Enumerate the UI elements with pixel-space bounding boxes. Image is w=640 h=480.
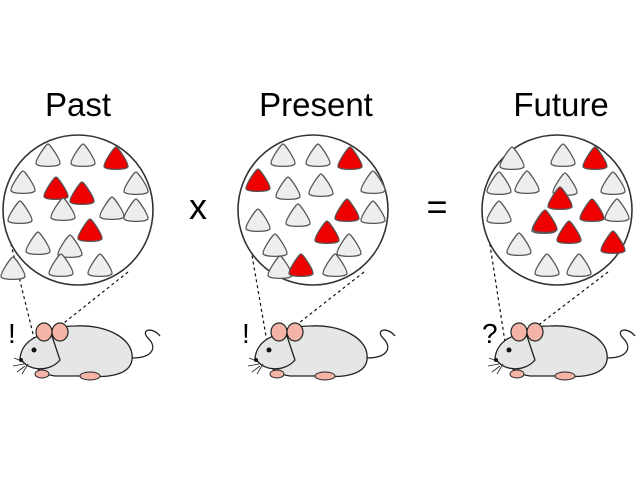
mouse-eye — [31, 347, 37, 353]
inactive-neuron-cell — [336, 233, 362, 258]
active-neuron-cell — [103, 146, 129, 171]
active-neuron-cell — [547, 186, 573, 211]
recall-mark-present: ! — [242, 318, 250, 349]
inactive-neuron-cell — [0, 256, 26, 281]
active-neuron-cell — [43, 176, 69, 201]
mouse-whiskers — [12, 357, 29, 375]
inactive-neuron-cell — [48, 253, 74, 278]
inactive-neuron-cell — [600, 171, 626, 196]
mouse-tail — [366, 329, 396, 359]
inactive-neuron-cell — [35, 143, 61, 168]
active-neuron-cell — [314, 220, 340, 245]
mouse-whiskers — [487, 357, 504, 375]
mouse-paw — [79, 371, 101, 381]
inactive-neuron-cell — [360, 200, 386, 225]
panel-past: ! — [0, 134, 161, 381]
mouse-future — [487, 322, 636, 381]
mouse-paw — [554, 371, 576, 381]
multiply-operator: x — [189, 186, 207, 227]
mouse-tail — [131, 329, 161, 359]
inactive-neuron-cell — [270, 143, 296, 168]
zoom-leader-past — [7, 231, 129, 343]
inactive-neuron-cell — [322, 253, 348, 278]
equals-operator: = — [426, 186, 447, 227]
active-neuron-cell — [582, 146, 608, 171]
mouse-paw — [314, 371, 336, 381]
mouse-ear — [286, 322, 304, 342]
inactive-neuron-cell — [308, 173, 334, 198]
active-neuron-cell — [337, 146, 363, 171]
active-neuron-cell — [556, 220, 582, 245]
mouse-eye — [266, 347, 272, 353]
title-present: Present — [259, 86, 373, 123]
mouse-head — [494, 334, 536, 370]
inactive-neuron-cell — [285, 203, 311, 228]
inactive-neuron-cell — [123, 198, 149, 223]
mouse-head — [19, 334, 61, 370]
active-neuron-cell — [69, 181, 95, 206]
inactive-neuron-cell — [514, 170, 540, 195]
inactive-neuron-cell — [499, 146, 525, 171]
inactive-neuron-cell — [550, 143, 576, 168]
inactive-neuron-cell — [486, 171, 512, 196]
active-neuron-cell — [532, 209, 558, 234]
inactive-neuron-cell — [57, 234, 83, 259]
inactive-neuron-cell — [305, 143, 331, 168]
inactive-neuron-cell — [275, 176, 301, 201]
inactive-neuron-cell — [534, 253, 560, 278]
neuron-cells-past — [0, 143, 149, 281]
mouse-present — [247, 322, 396, 381]
mouse-tail — [606, 329, 636, 359]
inactive-neuron-cell — [99, 196, 125, 221]
inactive-neuron-cell — [25, 231, 51, 256]
inactive-neuron-cell — [70, 143, 96, 168]
panel-present: ! — [237, 134, 396, 381]
mouse-ear — [270, 322, 288, 342]
title-past: Past — [45, 86, 111, 123]
inactive-neuron-cell — [87, 253, 113, 278]
recall-mark-future: ? — [482, 318, 498, 349]
inactive-neuron-cell — [267, 255, 293, 280]
mouse-whiskers — [247, 357, 264, 375]
inactive-neuron-cell — [506, 232, 532, 257]
active-neuron-cell — [579, 198, 605, 223]
zoom-leader-future — [487, 231, 609, 343]
mouse-paw — [269, 369, 285, 379]
active-neuron-cell — [334, 198, 360, 223]
mouse-past — [12, 322, 161, 381]
active-neuron-cell — [600, 230, 626, 255]
mouse-ear — [510, 322, 528, 342]
neuron-cells-present — [245, 143, 386, 280]
active-neuron-cell — [245, 168, 271, 193]
inactive-neuron-cell — [486, 200, 512, 225]
neuron-cells-future — [486, 143, 630, 278]
mouse-head — [254, 334, 296, 370]
mouse-paw — [509, 369, 525, 379]
mouse-ear — [526, 322, 544, 342]
mouse-paw — [34, 369, 50, 379]
inactive-neuron-cell — [245, 208, 271, 233]
mouse-eye — [506, 347, 512, 353]
inactive-neuron-cell — [7, 200, 33, 225]
inactive-neuron-cell — [604, 198, 630, 223]
inactive-neuron-cell — [262, 233, 288, 258]
inactive-neuron-cell — [566, 253, 592, 278]
inactive-neuron-cell — [10, 170, 36, 195]
inactive-neuron-cell — [123, 171, 149, 196]
panel-future: ? — [481, 134, 636, 381]
recall-mark-past: ! — [8, 318, 16, 349]
title-future: Future — [513, 86, 608, 123]
mouse-ear — [51, 322, 69, 342]
mouse-ear — [35, 322, 53, 342]
active-neuron-cell — [288, 253, 314, 278]
inactive-neuron-cell — [360, 170, 386, 195]
inactive-neuron-cell — [50, 197, 76, 222]
active-neuron-cell — [77, 218, 103, 243]
